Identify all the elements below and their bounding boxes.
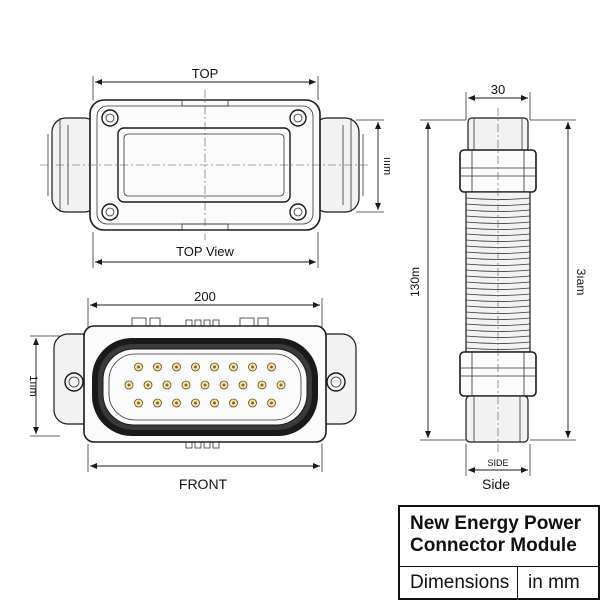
connector-pin-center bbox=[194, 401, 197, 405]
side-rib bbox=[465, 323, 531, 326]
connector-pin-center bbox=[270, 401, 273, 405]
side-view: 30 130m 3ıam bbox=[408, 82, 588, 492]
connector-pin-center bbox=[270, 365, 273, 369]
connector-pin-center bbox=[165, 383, 169, 387]
side-view-height-left: 130m bbox=[408, 267, 422, 297]
side-rib bbox=[465, 311, 531, 314]
side-view-height-right: 3ıam bbox=[574, 269, 588, 296]
top-view-height-label: ııım bbox=[381, 157, 393, 175]
side-view-caption: Side bbox=[482, 476, 510, 492]
title-block-row: Dimensions in mm bbox=[400, 567, 598, 600]
connector-pin-center bbox=[194, 365, 197, 369]
side-rib bbox=[465, 263, 531, 266]
connector-pin-center bbox=[175, 401, 178, 405]
connector-pin-center bbox=[260, 383, 264, 387]
connector-pin-center bbox=[241, 383, 245, 387]
front-view-caption: FRONT bbox=[179, 476, 228, 492]
side-rib bbox=[465, 275, 531, 278]
front-view: 200 1ıım bbox=[27, 289, 357, 492]
top-view-label-top: TOP bbox=[192, 66, 219, 81]
title-line-2: Connector Module bbox=[410, 535, 577, 556]
connector-pin-center bbox=[251, 401, 254, 405]
side-rib bbox=[465, 227, 531, 230]
connector-pin-center bbox=[232, 365, 235, 369]
connector-pin-center bbox=[279, 383, 283, 387]
connector-pin-center bbox=[175, 365, 178, 369]
connector-pin-center bbox=[203, 383, 207, 387]
connector-pin-center bbox=[213, 401, 216, 405]
side-rib bbox=[465, 233, 531, 236]
unit-label: in mm bbox=[528, 572, 580, 593]
connector-pin-center bbox=[156, 365, 159, 369]
title-line-1: New Energy Power bbox=[410, 513, 582, 534]
title-block: New Energy Power Connector Module Dimens… bbox=[398, 505, 600, 600]
side-rib bbox=[465, 215, 531, 218]
connector-pin-center bbox=[222, 383, 226, 387]
connector-pin-center bbox=[127, 383, 131, 387]
pin-array bbox=[124, 362, 286, 408]
front-view-height-label: 1ıım bbox=[27, 375, 39, 396]
connector-pin-center bbox=[184, 383, 188, 387]
connector-pin-center bbox=[232, 401, 235, 405]
title-block-title: New Energy Power Connector Module bbox=[400, 507, 598, 567]
connector-pin-center bbox=[251, 365, 254, 369]
side-rib bbox=[465, 329, 531, 332]
connector-pin-center bbox=[146, 383, 150, 387]
side-rib bbox=[465, 281, 531, 284]
side-view-width-label: 30 bbox=[491, 82, 505, 97]
top-view: TOP ııım bbox=[40, 66, 393, 268]
connector-pin-center bbox=[156, 401, 159, 405]
connector-pin-center bbox=[137, 365, 140, 369]
side-view-caption-small: SIDE bbox=[487, 458, 508, 468]
front-view-width-label: 200 bbox=[194, 289, 216, 304]
connector-pin-center bbox=[137, 401, 140, 405]
dimensions-label: Dimensions bbox=[400, 567, 518, 600]
top-view-caption: TOP View bbox=[176, 244, 234, 259]
connector-pin-center bbox=[213, 365, 216, 369]
